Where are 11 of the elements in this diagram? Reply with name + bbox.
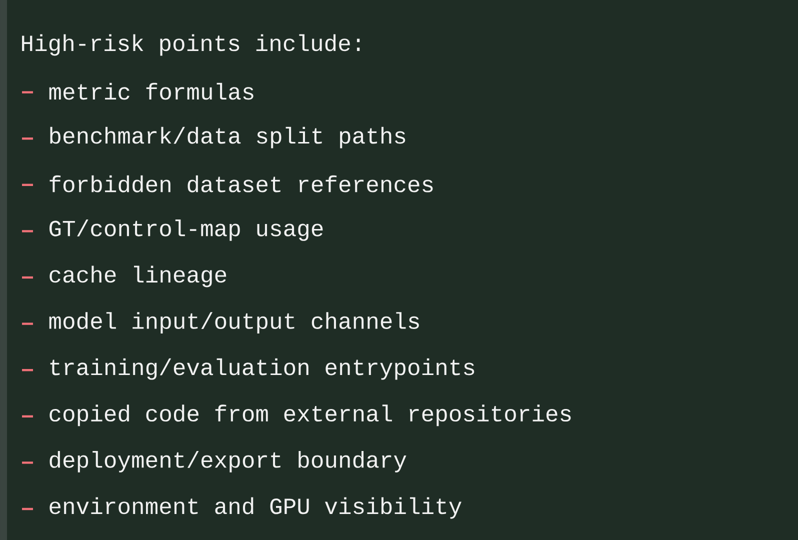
list-item-text: cache lineage: [50, 266, 226, 288]
list-item-text: GT/control-map usage: [49, 219, 323, 241]
list-item-text: environment and GPU visibility: [50, 497, 462, 519]
heading-text: High-risk points include:: [22, 34, 360, 56]
list-item-text: copied code from external repositories: [50, 404, 571, 426]
list-item-text: training/evaluation entrypoints: [50, 358, 474, 380]
list-item-text: forbidden dataset references: [50, 175, 433, 192]
list-item-text: benchmark/data split paths: [50, 126, 406, 148]
list-item-text: deployment/export boundary: [50, 450, 406, 472]
list-item-text: model input/output channels: [49, 312, 419, 334]
list-item-text: metric formulas: [49, 82, 254, 100]
